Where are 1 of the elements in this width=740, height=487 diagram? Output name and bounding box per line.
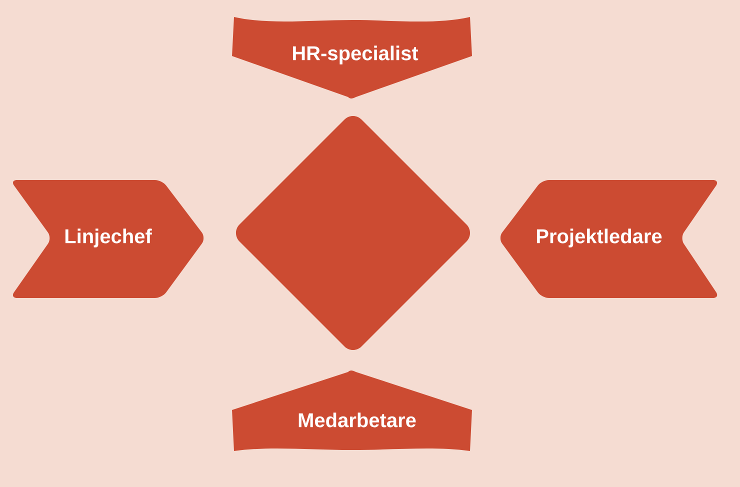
diamond-shape <box>236 116 470 350</box>
